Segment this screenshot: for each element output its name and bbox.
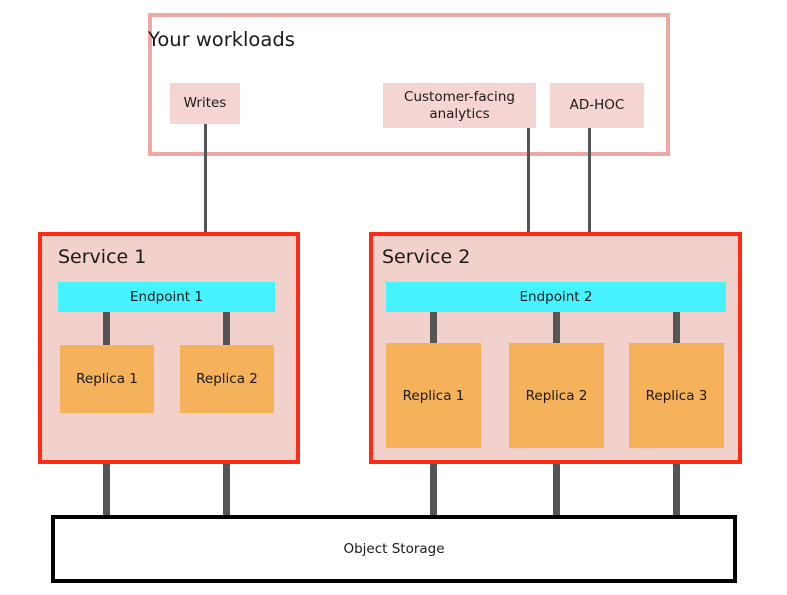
endpoint-2[interactable]: Endpoint 2 — [386, 282, 726, 312]
service-1-replica-2[interactable]: Replica 2 — [180, 345, 274, 413]
connector-endpoint-1-to-replica-1 — [103, 312, 110, 346]
connector-s1-replica-1-to-storage — [103, 413, 110, 517]
arrow-line-writes-to-endpoint-1 — [204, 124, 207, 258]
service-label-service-1: Service 1 — [58, 246, 147, 268]
connector-s2-replica-2-to-storage — [553, 448, 560, 517]
connector-s2-replica-3-to-storage — [673, 448, 680, 517]
service-2-replica-1[interactable]: Replica 1 — [386, 343, 481, 448]
workload-chip-ad-hoc[interactable]: AD-HOC — [550, 83, 644, 128]
workload-chip-customer-facing-analytics[interactable]: Customer-facing analytics — [383, 83, 536, 128]
workloads-title: Your workloads — [148, 28, 295, 51]
connector-endpoint-2-to-replica-2 — [553, 312, 560, 344]
connector-endpoint-2-to-replica-1 — [430, 312, 437, 344]
object-storage-box[interactable]: Object Storage — [51, 515, 737, 583]
arrow-line-analytics-to-endpoint-2 — [527, 128, 530, 258]
connector-endpoint-2-to-replica-3 — [673, 312, 680, 344]
service-2-replica-3[interactable]: Replica 3 — [629, 343, 724, 448]
service-label-service-2: Service 2 — [382, 246, 471, 268]
connector-s2-replica-1-to-storage — [430, 448, 437, 517]
connector-s1-replica-2-to-storage — [223, 413, 230, 517]
workload-chip-writes[interactable]: Writes — [170, 83, 240, 124]
arrow-line-adhoc-to-endpoint-2 — [588, 128, 591, 258]
connector-endpoint-1-to-replica-2 — [223, 312, 230, 346]
service-2-replica-2[interactable]: Replica 2 — [509, 343, 604, 448]
service-1-replica-1[interactable]: Replica 1 — [60, 345, 154, 413]
endpoint-1[interactable]: Endpoint 1 — [58, 282, 275, 312]
